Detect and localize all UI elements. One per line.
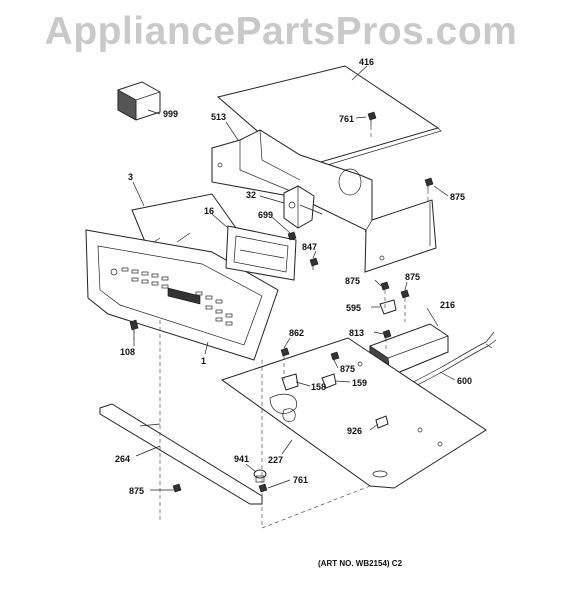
callout-862: 862 [289,328,304,338]
clip-595 [379,299,397,315]
art-number: (ART NO. WB2154) C2 [318,559,403,568]
callout-600: 600 [457,376,472,386]
clip-159 [321,373,337,389]
callout-847: 847 [302,242,317,252]
callout-513: 513 [211,112,226,122]
clip-158 [281,373,299,391]
screw-875-mid-a [380,281,390,291]
leader-lines [132,65,456,491]
clip-926 [375,415,389,429]
screw-761-top [367,111,377,126]
callout-216: 216 [440,300,455,310]
part-227-bottom-panel [220,337,487,489]
callout-699: 699 [258,210,273,220]
callout-3: 3 [128,172,133,182]
callout-999: 999 [163,109,178,119]
foot-941 [253,469,267,483]
callout-875-low: 875 [340,364,355,374]
screw-862 [280,347,290,357]
watermark-text: AppliancePartsPros.com [44,10,518,53]
callout-875-mid-a: 875 [345,276,360,286]
callout-32: 32 [246,190,256,200]
screw-875-top [424,177,434,190]
callout-875-bottom: 875 [129,486,144,496]
screw-875-bottom [172,483,182,493]
callout-761-top: 761 [339,114,354,124]
assembly-lines [133,126,429,529]
screw-847 [309,257,319,270]
callout-16: 16 [204,206,214,216]
callout-875-top: 875 [450,192,465,202]
callout-761-bottom: 761 [293,475,308,485]
callout-416: 416 [359,57,374,67]
part-16-display-board [225,225,297,281]
screw-761-bottom [258,483,268,493]
callout-158: 158 [311,382,326,392]
part-32-fan-motor [283,185,323,229]
callout-1: 1 [201,356,206,366]
screw-875-mid-b [400,289,410,299]
screw-813 [382,329,392,339]
screw-108 [129,319,139,331]
callout-159: 159 [352,378,367,388]
screw-875-low [330,351,340,361]
callout-875-mid-b: 875 [405,272,420,282]
callout-926: 926 [347,426,362,436]
callout-108: 108 [120,347,135,357]
part-999-box [117,81,161,121]
callout-595: 595 [346,303,361,313]
callout-941: 941 [234,454,249,464]
callout-264: 264 [115,454,130,464]
screw-699 [287,231,297,241]
callout-813: 813 [349,328,364,338]
callout-227: 227 [268,455,283,465]
